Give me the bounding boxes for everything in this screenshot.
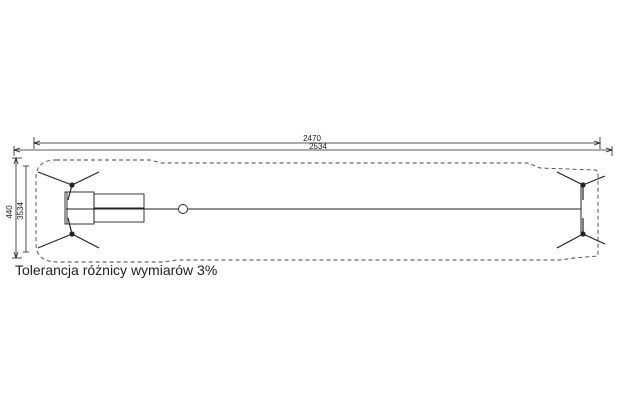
length-dimension-outer-label: 2534	[309, 142, 327, 151]
height-dimension-inner	[23, 165, 29, 253]
height-dimension-outer	[12, 156, 22, 260]
trolley-pulley	[178, 204, 188, 214]
start-platform	[64, 191, 145, 225]
right-frame-bottom-legs	[556, 218, 606, 249]
length-dimension-inner	[32, 137, 602, 149]
right-frame-top-legs	[556, 171, 606, 200]
length-dimension-inner-label: 2470	[303, 134, 321, 143]
left-frame-bottom-legs	[37, 217, 100, 249]
height-dimension-inner-label: 3534	[16, 202, 25, 220]
safety-zone-outline	[35, 159, 599, 263]
height-dimension-outer-label: 440	[5, 205, 14, 219]
length-dimension-outer	[12, 146, 614, 156]
tolerance-note: Tolerancja różnicy wymiarów 3%	[15, 262, 218, 278]
left-frame-top-legs	[37, 171, 100, 201]
